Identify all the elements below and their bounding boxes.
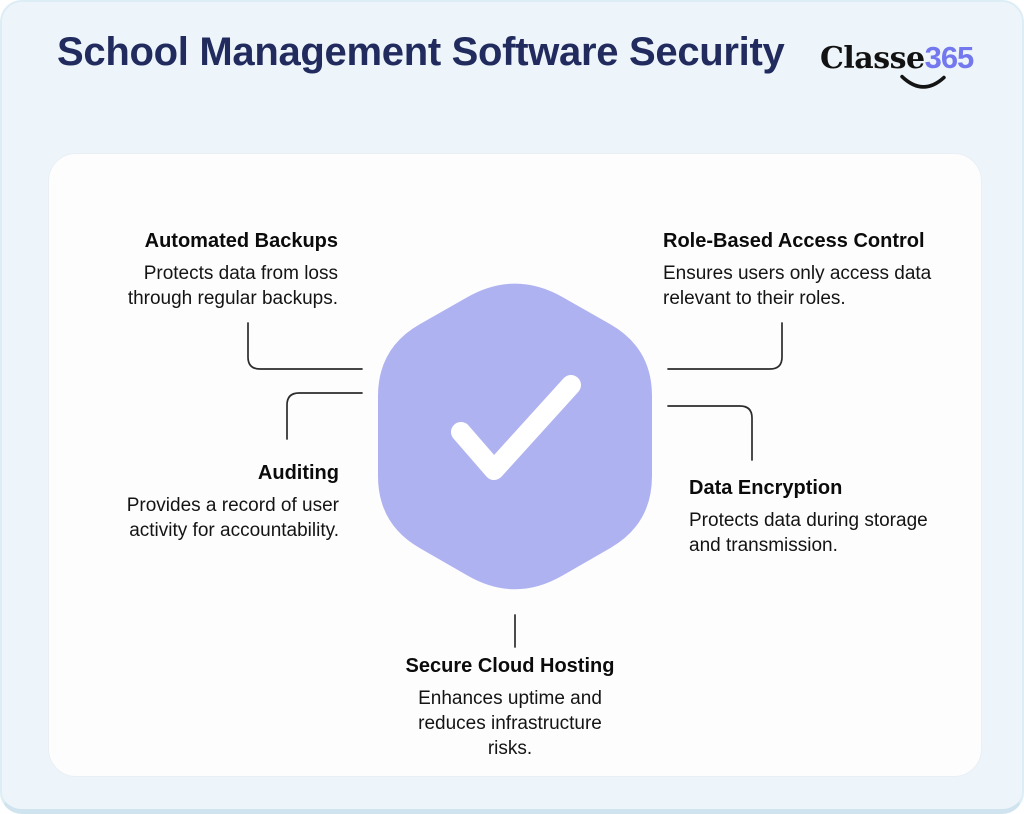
feature-title: Data Encryption xyxy=(689,477,843,499)
feature-data-encryption: Data Encryption Protects data during sto… xyxy=(689,476,939,558)
feature-description: Enhances uptime and reduces infrastructu… xyxy=(418,688,602,759)
feature-title: Role-Based Access Control xyxy=(663,230,925,252)
page-title: School Management Software Security xyxy=(57,30,785,74)
feature-secure-cloud-hosting: Secure Cloud Hosting Enhances uptime and… xyxy=(394,654,626,761)
feature-description: Ensures users only access data relevant … xyxy=(663,263,932,309)
logo-number-text: 365 xyxy=(924,40,975,75)
feature-description: Provides a record of user activity for a… xyxy=(126,495,339,541)
feature-auditing: Auditing Provides a record of user activ… xyxy=(74,461,339,543)
smile-icon xyxy=(900,74,946,89)
feature-title: Secure Cloud Hosting xyxy=(405,655,615,677)
feature-description: Protects data during storage and transmi… xyxy=(689,510,928,556)
feature-description: Protects data from loss through regular … xyxy=(127,263,338,309)
feature-role-based-access-control: Role-Based Access Control Ensures users … xyxy=(663,229,939,311)
feature-title: Automated Backups xyxy=(144,230,338,252)
feature-title: Auditing xyxy=(257,462,339,484)
logo-brand-text: Classe xyxy=(820,41,925,76)
feature-automated-backups: Automated Backups Protects data from los… xyxy=(88,229,338,311)
